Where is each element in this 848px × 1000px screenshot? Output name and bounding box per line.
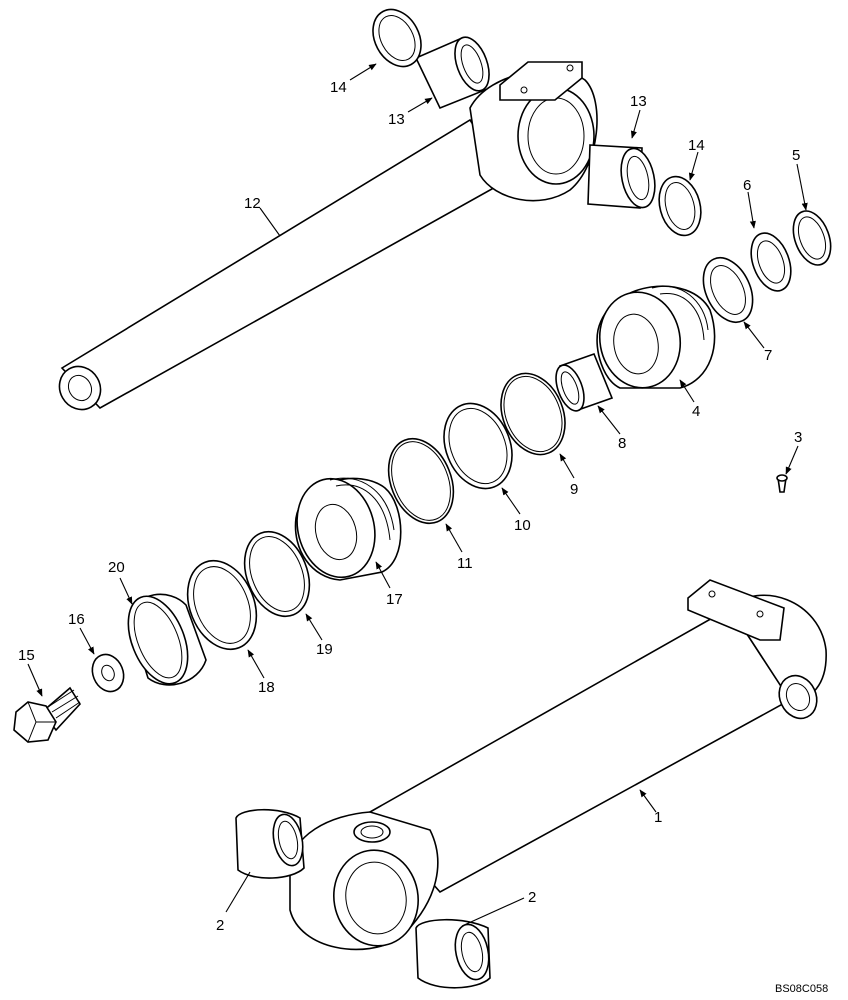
callout-18: 18 bbox=[258, 679, 275, 696]
ring-18 bbox=[186, 559, 258, 651]
wiper-seal-7 bbox=[702, 257, 754, 323]
callout-8: 8 bbox=[618, 435, 626, 452]
gland bbox=[596, 285, 716, 389]
callout-15: 15 bbox=[18, 647, 35, 664]
ring-20 bbox=[127, 593, 207, 686]
callout-16: 16 bbox=[68, 611, 85, 628]
barrel-end-clevis bbox=[289, 811, 439, 951]
ring-5 bbox=[792, 210, 832, 266]
callout-5: 5 bbox=[792, 147, 800, 164]
callout-19: 19 bbox=[316, 641, 333, 658]
ring-11 bbox=[387, 437, 455, 525]
callout-9: 9 bbox=[570, 481, 578, 498]
callout-11: 11 bbox=[457, 555, 473, 572]
bolt-15 bbox=[13, 686, 82, 743]
callout-2-right: 2 bbox=[528, 889, 536, 906]
callout-7: 7 bbox=[764, 347, 772, 364]
leader-lines bbox=[27, 63, 808, 927]
callout-14-left: 14 bbox=[330, 79, 347, 96]
washer-16 bbox=[91, 653, 125, 693]
bushing-8 bbox=[555, 352, 614, 412]
piston bbox=[294, 477, 402, 581]
callout-1: 1 bbox=[654, 809, 662, 826]
callout-13-left: 13 bbox=[388, 111, 405, 128]
seal-ring-14-left bbox=[372, 8, 422, 68]
callout-14-right: 14 bbox=[688, 137, 705, 154]
callout-4: 4 bbox=[692, 403, 700, 420]
seal-6 bbox=[750, 232, 792, 292]
drawing-code: BS08C058 bbox=[775, 983, 828, 995]
cylinder-barrel bbox=[368, 579, 827, 894]
callout-17: 17 bbox=[386, 591, 403, 608]
screw-3 bbox=[776, 474, 788, 493]
callout-10: 10 bbox=[514, 517, 531, 534]
barrel-bushing-lower bbox=[415, 918, 491, 989]
ring-9 bbox=[500, 372, 566, 456]
rod-eye-bushing-right bbox=[587, 144, 656, 209]
ring-19 bbox=[243, 530, 311, 618]
callout-3: 3 bbox=[794, 429, 802, 446]
callout-6: 6 bbox=[743, 177, 751, 194]
piston-rod bbox=[58, 118, 510, 411]
ring-10 bbox=[443, 402, 513, 490]
rod-eye-head bbox=[469, 61, 598, 202]
callout-labels: 14 13 13 14 12 5 6 7 4 8 3 9 10 11 17 19… bbox=[18, 79, 802, 934]
callout-20: 20 bbox=[108, 559, 125, 576]
callout-12: 12 bbox=[244, 195, 261, 212]
barrel-bushing-upper bbox=[235, 808, 305, 879]
callout-2-left: 2 bbox=[216, 917, 224, 934]
seal-ring-14-right bbox=[658, 175, 702, 237]
callout-13-right: 13 bbox=[630, 93, 647, 110]
rod-eye-bushing-left bbox=[414, 36, 490, 110]
